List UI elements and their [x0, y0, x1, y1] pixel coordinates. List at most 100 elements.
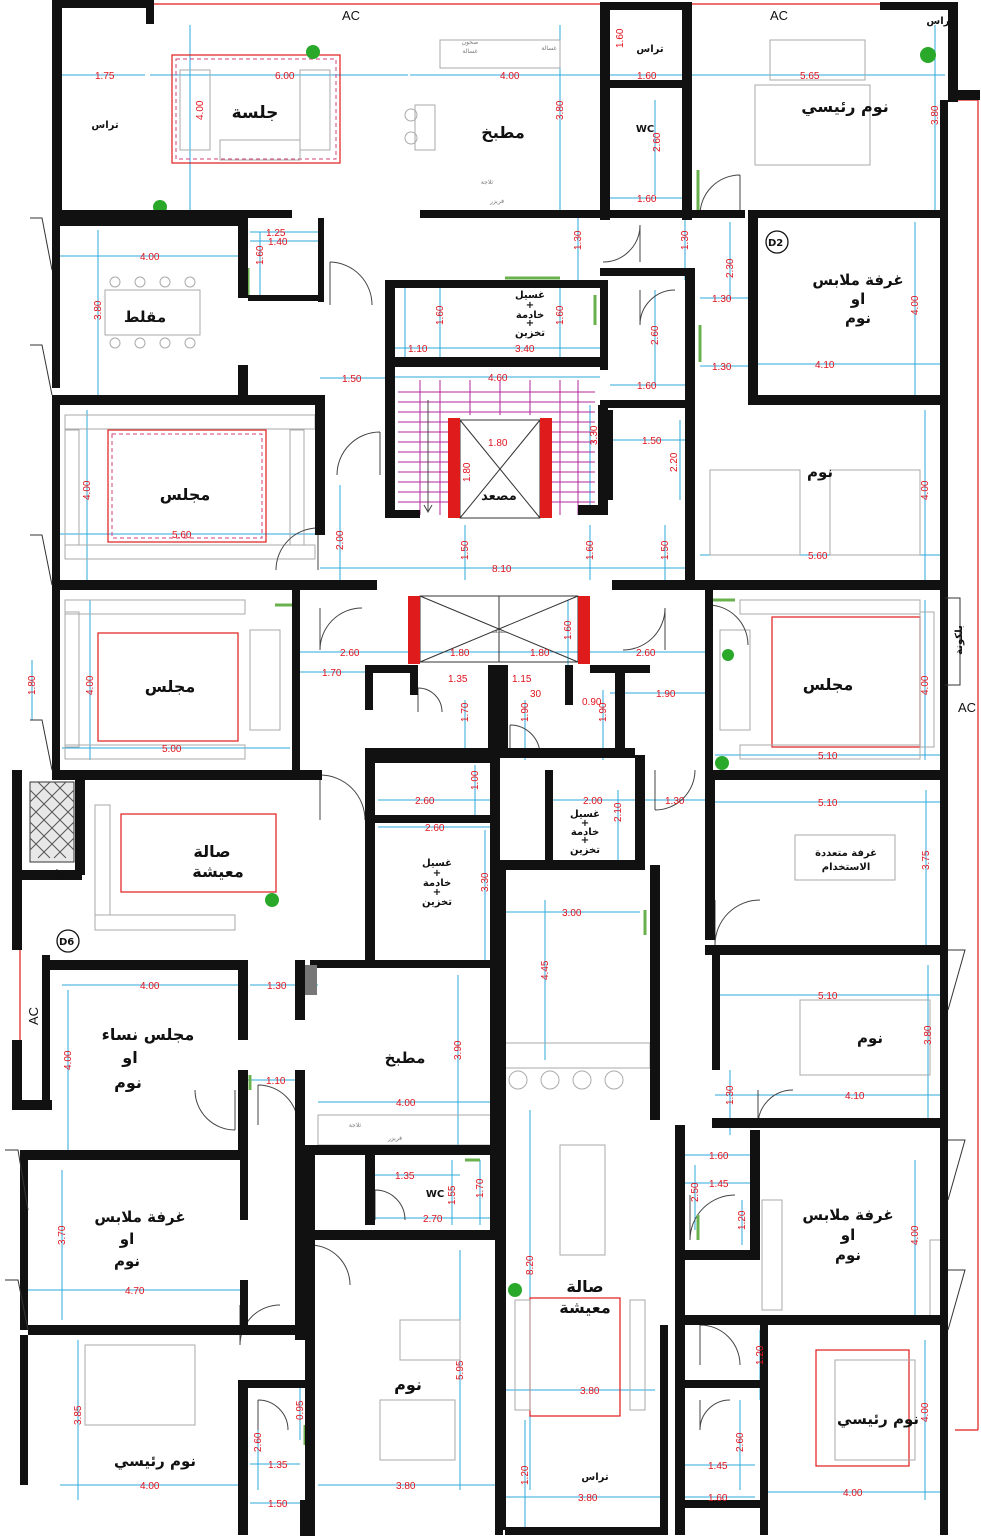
dimension-label: 1.30: [573, 230, 584, 250]
dimension-label: 3.80: [396, 1481, 416, 1492]
dimension-label: 2.30: [725, 258, 736, 278]
dimension-label: 3.80: [555, 100, 566, 120]
dimension-label: 1.55: [447, 1185, 458, 1205]
laundry-mid-line-3: خادمة: [423, 878, 451, 889]
dimension-label: 3.40: [515, 344, 535, 355]
laundry-mid-right-line-1: غسيل: [570, 809, 600, 820]
dimension-label: 4.00: [920, 675, 931, 695]
dimension-label: 1.70: [475, 1178, 486, 1198]
dimension-label: 1.75: [95, 71, 115, 82]
laundry-mid-right-line-2: +: [581, 818, 589, 829]
dressing-top-line-3: نوم: [845, 309, 871, 327]
dimension-label: 1.35: [448, 674, 468, 685]
dimension-label: 3.30: [589, 425, 600, 445]
dimension-label: 5.00: [162, 744, 182, 755]
dimension-label: 5.60: [808, 551, 828, 562]
room-master-bedroom-top: نوم رئيسي: [801, 97, 889, 117]
room-majlis-right-mid: مجلس: [803, 675, 854, 694]
dimension-label: 6.00: [275, 71, 295, 82]
dimension-label: 4.00: [195, 100, 206, 120]
dimension-label: 4.00: [140, 981, 160, 992]
ac-label-left: AC: [26, 1007, 41, 1025]
dimension-label: 4.00: [396, 1098, 416, 1109]
room-bedroom-right-top: نوم: [807, 463, 833, 481]
dimension-label: 1.90: [520, 702, 531, 722]
room-master-bedroom-bottom-left: نوم رئيسي: [114, 1452, 196, 1470]
dimension-label: 1.00: [470, 770, 481, 790]
room-bedroom-bottom-mid: نوم: [394, 1375, 422, 1394]
dimension-label: 1.10: [266, 1076, 286, 1087]
dimension-label: 1.60: [637, 71, 657, 82]
dimension-label: 5.65: [800, 71, 820, 82]
dimension-label: 8.20: [525, 1255, 536, 1275]
freezer-label-top: فريزر: [489, 198, 504, 205]
fridge-label-top: ثلاجة: [481, 179, 494, 186]
staircase: [398, 380, 595, 515]
room-terrace-top-small: تراس: [636, 44, 663, 55]
dimension-label: 3.80: [930, 105, 941, 125]
dimension-label: 1.40: [268, 237, 288, 248]
dimension-label: 4.45: [540, 960, 551, 980]
d2-marker: D2: [765, 230, 789, 254]
dimension-label: 3.90: [453, 1040, 464, 1060]
dimension-label: 1.60: [585, 540, 596, 560]
dimension-label: 5.10: [818, 798, 838, 809]
dimension-label: 1.50: [642, 436, 662, 447]
laundry-top-line-1: غسيل: [515, 290, 545, 301]
dimension-label: 1.30: [267, 981, 287, 992]
dimension-label: 2.60: [735, 1432, 746, 1452]
ladies-majlis-line-3: نوم: [114, 1073, 142, 1092]
dimension-label: 1.20: [755, 1345, 766, 1365]
d2-label: D2: [768, 238, 783, 249]
dimension-label: 1.80: [450, 648, 470, 659]
dimension-label: 1.50: [268, 1499, 288, 1510]
room-majlis-left-top: مجلس: [160, 485, 211, 504]
dimension-label: 1.20: [737, 1210, 748, 1230]
dressing-right-line-2: او: [840, 1226, 855, 1244]
dimension-label: 1.60: [708, 1493, 728, 1504]
dimension-label: 4.00: [910, 1225, 921, 1245]
dimension-label: 4.00: [920, 480, 931, 500]
dimension-label: 1.90: [598, 702, 609, 722]
dimension-label: 4.60: [488, 373, 508, 384]
dimension-label: 1.60: [563, 620, 574, 640]
room-wc-top: WC: [636, 124, 654, 135]
room-terrace-top-left: تراس: [91, 120, 118, 131]
laundry-mid-right-line-4: +: [581, 835, 589, 846]
dressing-top-line-2: او: [850, 290, 865, 308]
dimension-label: 3.80: [93, 300, 104, 320]
room-terrace-bottom: تراس: [581, 1472, 608, 1483]
ac-label-top-left: AC: [342, 8, 360, 23]
dimension-label: 1.10: [408, 344, 428, 355]
column: [305, 965, 317, 995]
dimension-label: 3.30: [480, 872, 491, 892]
dimension-label: 1.60: [637, 381, 657, 392]
room-jalsa: جلسة: [232, 103, 279, 123]
dressing-left-line-2: او: [119, 1230, 134, 1248]
ac-label-right: AC: [958, 700, 976, 715]
elevator-label-mid: مصعد: [492, 628, 506, 635]
laundry-top-line-4: +: [526, 318, 534, 329]
dimension-label: 1.30: [712, 294, 732, 305]
laundry-mid-line-1: غسيل: [422, 858, 452, 869]
laundry-mid-right-line-5: تخزين: [570, 845, 600, 856]
dimension-label: 1.30: [665, 796, 685, 807]
dimension-label: 3.80: [923, 1025, 934, 1045]
ladies-majlis-line-2: او: [121, 1048, 137, 1067]
dimension-label: 1.90: [656, 689, 676, 700]
dimension-label: 2.20: [669, 452, 680, 472]
dimension-label: 3.70: [57, 1225, 68, 1245]
dimension-label: 2.60: [636, 648, 656, 659]
dimension-label: 4.00: [843, 1488, 863, 1499]
dimension-label: 1.30: [725, 1085, 736, 1105]
dimension-label: 1.60: [615, 28, 626, 48]
dressing-top-line-1: غرفة ملابس: [812, 271, 903, 289]
dimension-label: 1.35: [268, 1460, 288, 1471]
dimension-label: 1.80: [27, 675, 38, 695]
dimension-label: 0.90: [582, 697, 602, 708]
dimension-label: 1.80: [488, 438, 508, 449]
plants: [153, 45, 936, 1297]
sink-label-1: صحون: [462, 39, 478, 46]
dimension-label: 5.10: [818, 991, 838, 1002]
